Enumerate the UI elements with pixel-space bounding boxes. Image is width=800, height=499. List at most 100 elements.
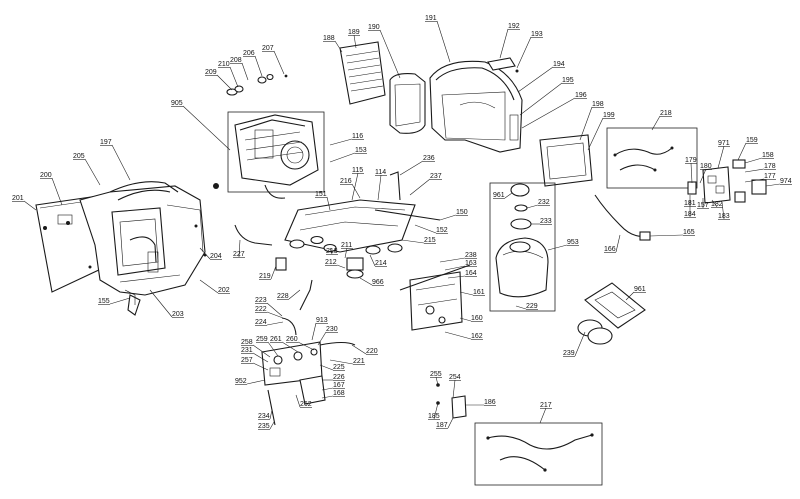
part-label-183: 183 [718,213,730,220]
leader-line-199 [587,117,604,151]
leader-line-213 [329,247,333,255]
part-label-182: 182 [711,201,723,208]
part-label-194: 194 [553,61,565,68]
leader-line-260 [297,341,315,351]
part-label-185: 185 [428,413,440,420]
engine-assembly [227,111,325,199]
part-label-115: 115 [352,167,363,174]
leader-line-234 [269,409,273,420]
part-label-163: 163 [465,260,477,267]
part-label-235: 235 [258,423,270,430]
air-filter-cover [339,41,426,134]
leader-line-164 [447,275,466,279]
inverter-module [399,264,471,331]
leader-line-167 [321,387,334,391]
leader-line-191 [436,20,451,63]
leader-line-961b [625,291,635,301]
muffler-guard-plate [577,282,646,345]
leader-line-195 [519,82,563,116]
part-label-177: 177 [764,173,776,180]
leader-line-182 [711,199,718,208]
part-label-259: 259 [256,336,268,343]
leader-line-114 [377,174,382,201]
leader-line-185 [433,402,439,420]
part-label-227: 227 [233,251,245,258]
leader-line-224 [266,321,284,326]
leader-line-212 [336,264,346,269]
leader-line-952 [246,379,266,385]
leader-line-219 [270,265,277,280]
part-label-181: 181 [684,200,696,207]
part-label-198: 198 [592,101,604,108]
part-labels: 2012002051971552032022042092102082062079… [12,15,792,430]
part-label-166: 166 [604,246,616,253]
leader-line-221 [329,359,354,365]
part-label-213: 213 [326,248,338,255]
leader-line-974 [765,183,781,187]
part-label-202: 202 [218,287,230,294]
leader-line-223 [266,302,283,317]
leader-line-206 [254,55,263,77]
part-label-905: 905 [171,100,183,107]
leader-line-177 [744,178,765,183]
leader-line-180 [699,168,707,184]
leader-line-255 [435,376,439,386]
leader-line-259 [267,341,279,357]
leader-line-966 [359,277,373,286]
part-label-180: 180 [700,163,712,170]
rear-frame [539,134,593,187]
leader-line-183 [721,201,725,220]
part-label-178: 178 [764,163,776,170]
part-label-234: 234 [258,413,270,420]
part-label-913: 913 [316,317,328,324]
part-label-114: 114 [375,169,386,176]
leader-line-178 [744,168,765,173]
part-label-974: 974 [780,178,792,185]
part-label-165: 165 [683,229,695,236]
part-label-188: 188 [323,35,335,42]
part-label-200: 200 [40,172,52,179]
leader-line-953 [547,244,568,251]
part-label-224: 224 [255,319,267,326]
leader-line-204 [199,247,211,260]
leader-line-198 [579,106,593,141]
part-label-212: 212 [325,259,337,266]
part-label-167: 167 [333,382,345,389]
leader-line-218 [651,115,661,131]
leader-line-230 [317,331,327,346]
part-label-233: 233 [540,218,552,225]
leader-line-254 [452,379,456,399]
leader-line-961 [504,192,513,199]
leader-line-214 [369,254,376,267]
part-label-201: 201 [12,195,24,202]
leader-line-159 [737,142,747,161]
right-housing-shell [429,57,523,153]
part-label-206: 206 [243,50,255,57]
part-label-220: 220 [366,348,378,355]
leader-line-166 [615,234,621,253]
part-label-205: 205 [73,153,85,160]
part-label-207: 207 [262,45,274,52]
leader-line-196 [521,97,576,129]
part-label-966: 966 [372,279,384,286]
part-label-254: 254 [449,374,461,381]
leader-line-971 [717,145,725,169]
leader-line-200 [51,177,63,206]
fuel-tank-assembly [489,182,556,312]
part-label-162: 162 [471,333,483,340]
part-label-236: 236 [423,155,435,162]
leader-line-150 [439,214,457,221]
knob-fasteners [213,73,288,189]
part-label-229: 229 [526,303,538,310]
part-label-203: 203 [172,311,184,318]
part-label-230: 230 [326,326,338,333]
part-label-159: 159 [746,137,758,144]
leader-line-235 [269,421,275,430]
leader-line-257 [252,362,269,371]
part-label-214: 214 [375,260,387,267]
part-label-153: 153 [355,147,367,154]
part-label-953: 953 [567,239,579,246]
part-label-168: 168 [333,390,345,397]
leader-line-205 [84,158,101,186]
part-label-192: 192 [508,23,520,30]
